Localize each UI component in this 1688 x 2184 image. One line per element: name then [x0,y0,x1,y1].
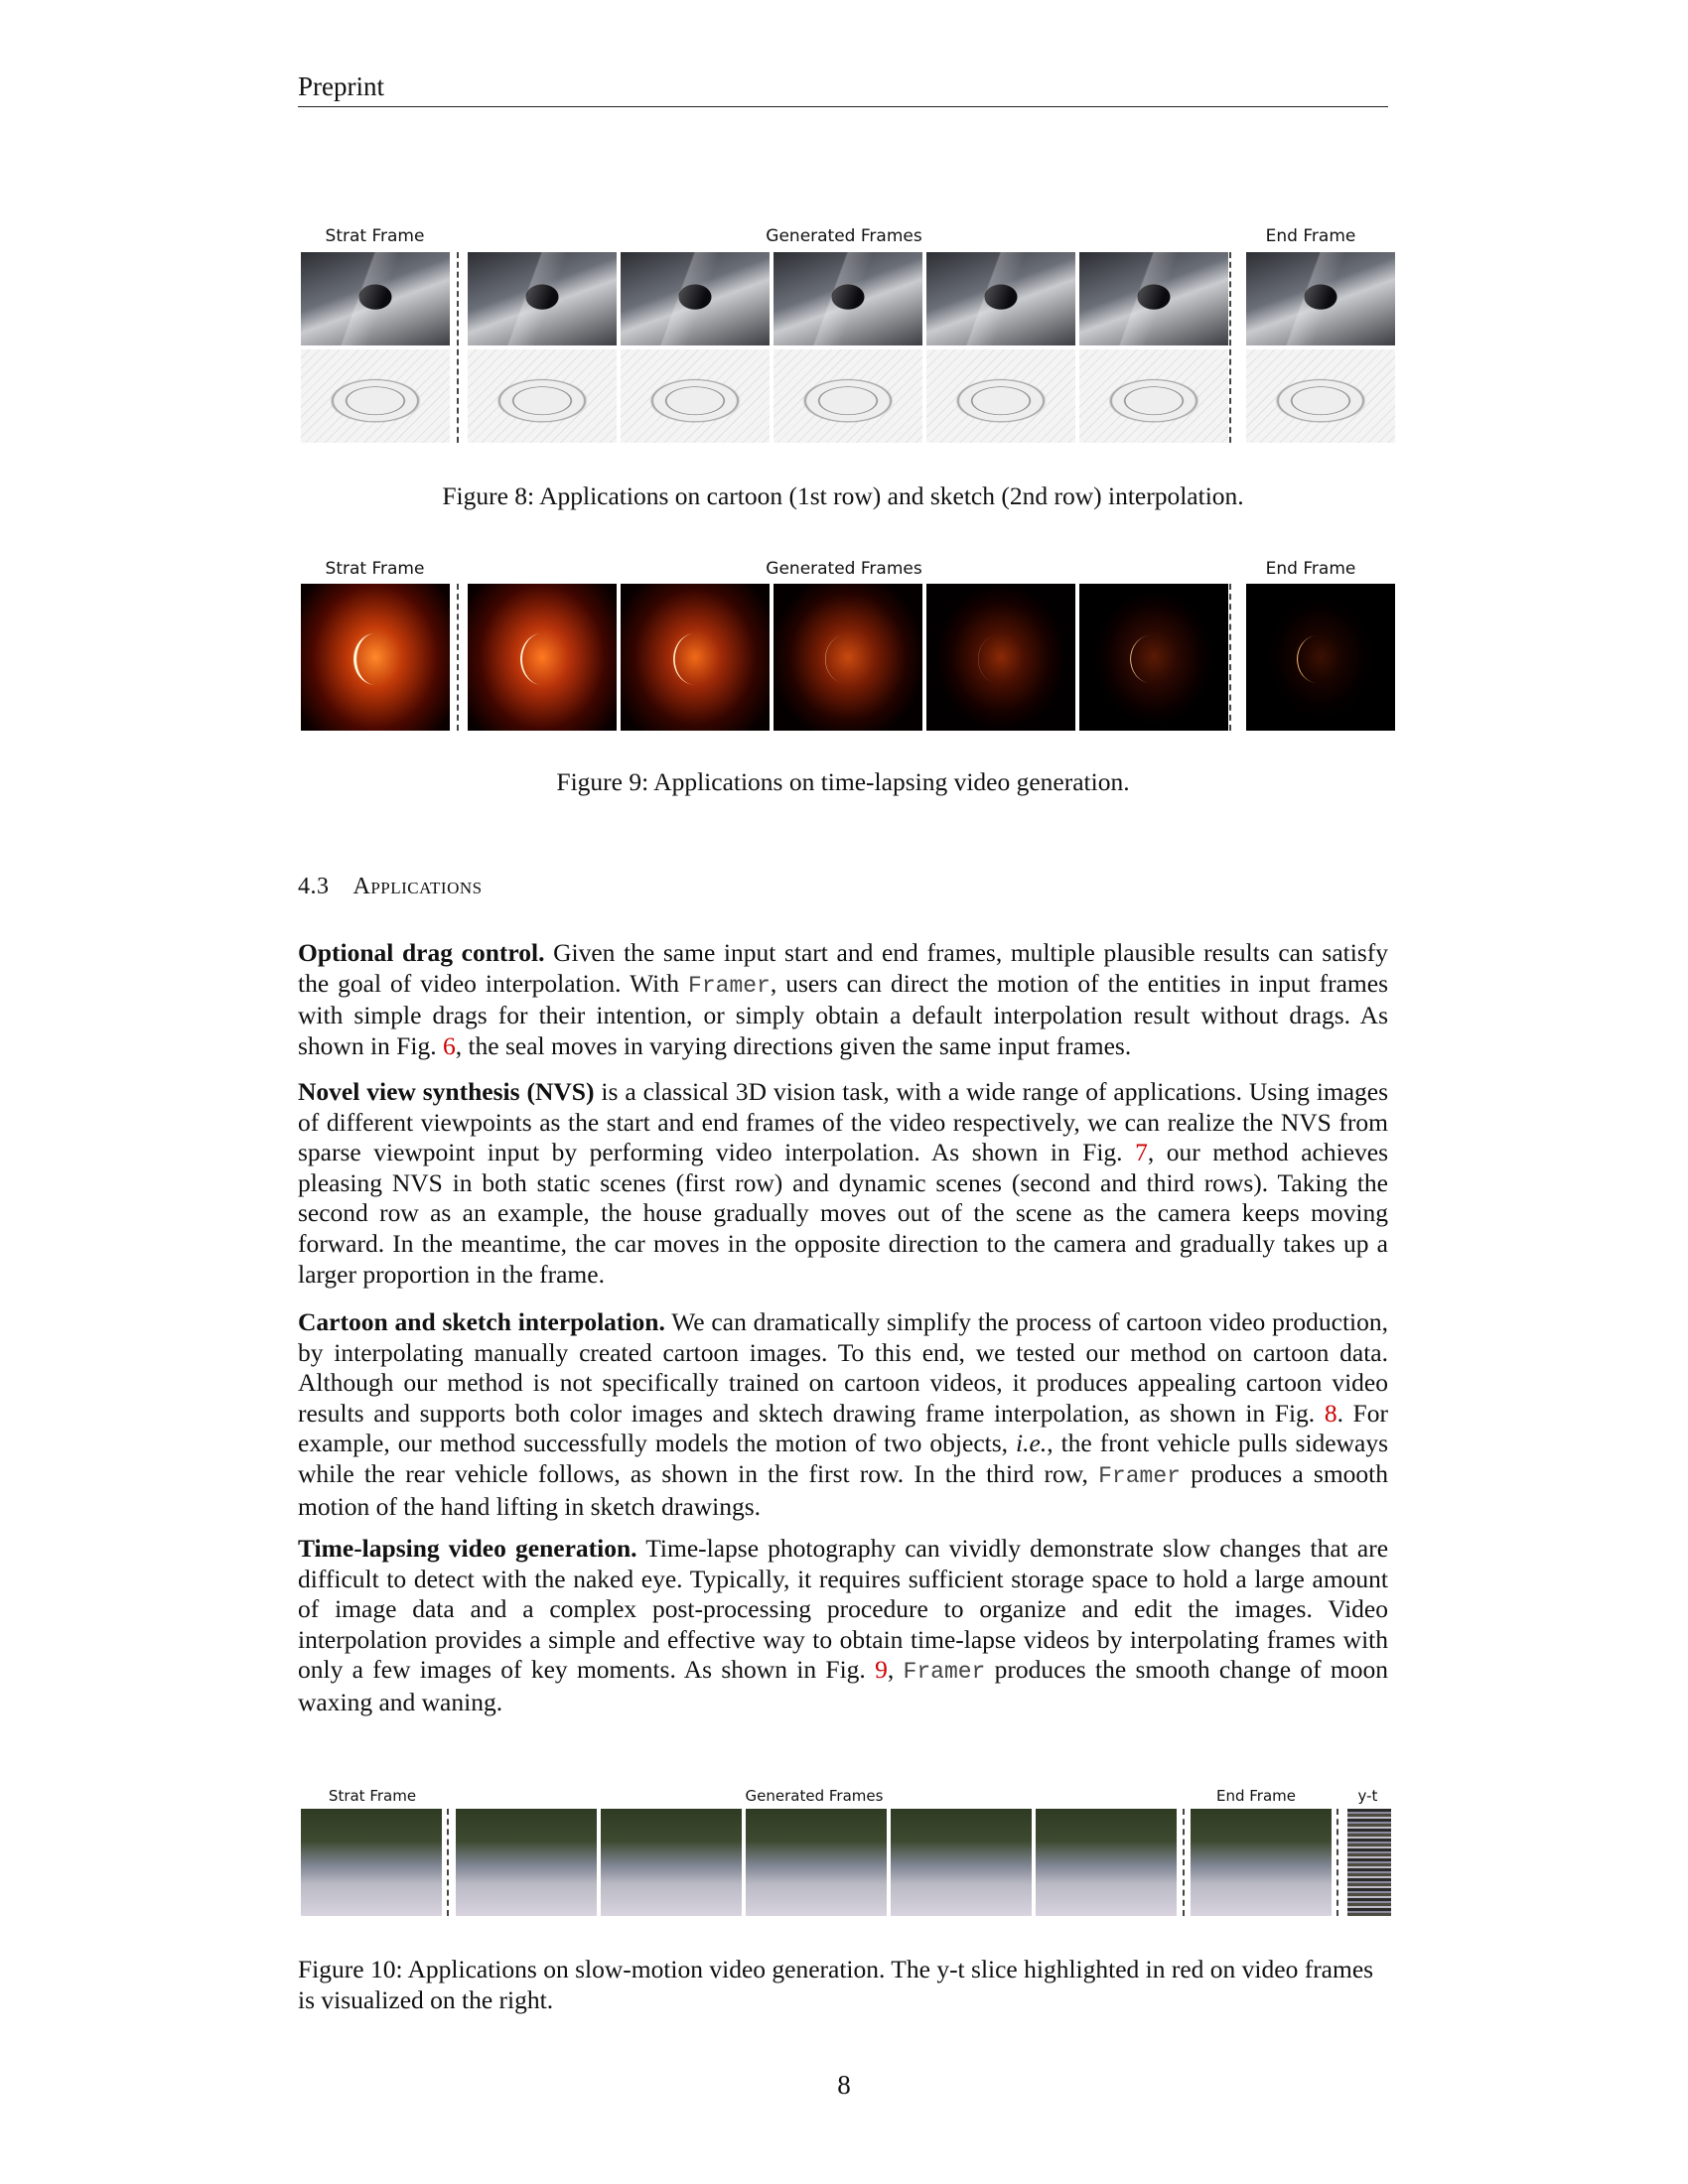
paragraph-text: produces a smooth motion of the hand lif… [298,1458,1388,1521]
sketch-row [301,349,1395,443]
paragraph-text: . For example, our method successfully m… [298,1398,1388,1458]
paragraph-text: Given the same input start and end frame… [298,938,1389,998]
code-framer: Framer [1098,1462,1181,1489]
moon-generated-frame [468,584,617,731]
paragraph-text: , the seal moves in varying directions g… [455,1030,1132,1060]
moon-row [301,584,1395,731]
start-frame-label: Strat Frame [328,1787,417,1805]
paragraph-text: , the front vehicle pulls sideways while… [298,1429,1389,1488]
street-row [301,1809,1391,1916]
code-framer: Framer [903,1659,986,1686]
paragraph-text: is a classical 3D vision task, with a wi… [298,1077,1388,1167]
end-frame-label: End Frame [1215,1787,1296,1805]
crescent-icon [673,633,696,686]
paragraph-text: , our method achieves pleasing NVS in bo… [298,1138,1389,1289]
paragraph-lead: Cartoon and sketch interpolation. [298,1307,665,1336]
sketch-end-frame [1246,349,1395,443]
section-number: 4.3 [298,874,330,899]
figure-ref-link[interactable]: 9 [875,1655,888,1685]
paragraph-nvs: Novel view synthesis (NVS) is a classica… [298,1077,1388,1290]
crescent-icon [978,635,999,684]
paragraph-lead: Time-lapsing video generation. [298,1534,637,1563]
street-generated-frame [601,1809,742,1916]
paragraph-drag-control: Optional drag control. Given the same in… [298,938,1388,1061]
sketch-generated-frame [621,349,770,443]
paragraph-text: , [887,1655,904,1685]
figure-9-caption: Figure 9: Applications on time-lapsing v… [556,767,1130,796]
figure-ref-link[interactable]: 8 [1324,1398,1337,1428]
street-generated-frame [1036,1809,1177,1916]
crescent-icon [1297,635,1319,684]
generated-frames-label: Generated Frames [766,226,922,246]
end-separator [1229,584,1231,731]
cartoon-generated-frame [774,252,922,345]
moon-generated-frame [621,584,770,731]
cartoon-generated-frame [926,252,1075,345]
code-framer: Framer [688,972,771,999]
cartoon-generated-frame [468,252,617,345]
cartoon-generated-frame [621,252,770,345]
end-separator [1183,1809,1185,1916]
sketch-generated-frame [926,349,1075,443]
paragraph-text: , users can direct the motion of the ent… [298,968,1388,1060]
page-number: 8 [837,2070,851,2100]
cartoon-start-frame [301,252,450,345]
cartoon-generated-frame [1079,252,1228,345]
end-frame-label: End Frame [1265,226,1356,246]
end-frame-label: End Frame [1265,559,1356,579]
sketch-start-frame [301,349,450,443]
paragraph-cartoon: Cartoon and sketch interpolation. We can… [298,1307,1388,1522]
street-end-frame [1191,1809,1332,1916]
sketch-generated-frame [1079,349,1228,443]
paragraph-lead: Novel view synthesis (NVS) [298,1077,595,1106]
yt-slice-image [1347,1809,1391,1916]
start-separator [447,1809,449,1916]
section-title: Applications [352,874,483,899]
crescent-icon [520,633,543,686]
crescent-icon [825,635,846,684]
generated-frames-label: Generated Frames [745,1787,884,1805]
street-start-frame [301,1809,442,1916]
sketch-generated-frame [774,349,922,443]
moon-end-frame [1246,584,1395,731]
generated-frames-label: Generated Frames [766,559,922,579]
paragraph-lead: Optional drag control. [298,938,545,967]
figure-8-caption: Figure 8: Applications on cartoon (1st r… [442,481,1244,510]
cartoon-end-frame [1246,252,1395,345]
italic-ie: i.e. [1016,1429,1048,1458]
moon-generated-frame [926,584,1075,731]
moon-start-frame [301,584,450,731]
cartoon-row [301,252,1395,345]
crescent-icon [1130,635,1152,684]
header-rule [298,106,1388,107]
running-header: Preprint [298,71,384,101]
street-generated-frame [891,1809,1032,1916]
street-generated-frame [456,1809,597,1916]
paragraph-text: Time-lapse photography can vividly demon… [298,1534,1389,1685]
start-frame-label: Strat Frame [325,559,425,579]
paragraph-time-lapse: Time-lapsing video generation. Time-laps… [298,1534,1388,1718]
yt-label: y-t [1357,1787,1378,1805]
paragraph-text: produces the smooth change of moon waxin… [298,1655,1389,1716]
sketch-generated-frame [468,349,617,443]
start-frame-label: Strat Frame [325,226,425,246]
moon-generated-frame [1079,584,1228,731]
crescent-icon [353,633,376,686]
section-heading: 4.3 Applications [298,874,483,900]
moon-generated-frame [774,584,922,731]
start-separator [457,584,459,731]
street-generated-frame [746,1809,887,1916]
figure-10-caption: Figure 10: Applications on slow-motion v… [298,1955,1374,2014]
figure-ref-link[interactable]: 6 [442,1030,456,1060]
start-separator [457,252,459,443]
figure-ref-link[interactable]: 7 [1135,1138,1148,1167]
yt-separator [1336,1809,1338,1916]
paragraph-text: We can dramatically simplify the process… [298,1307,1388,1428]
end-separator [1229,252,1231,443]
